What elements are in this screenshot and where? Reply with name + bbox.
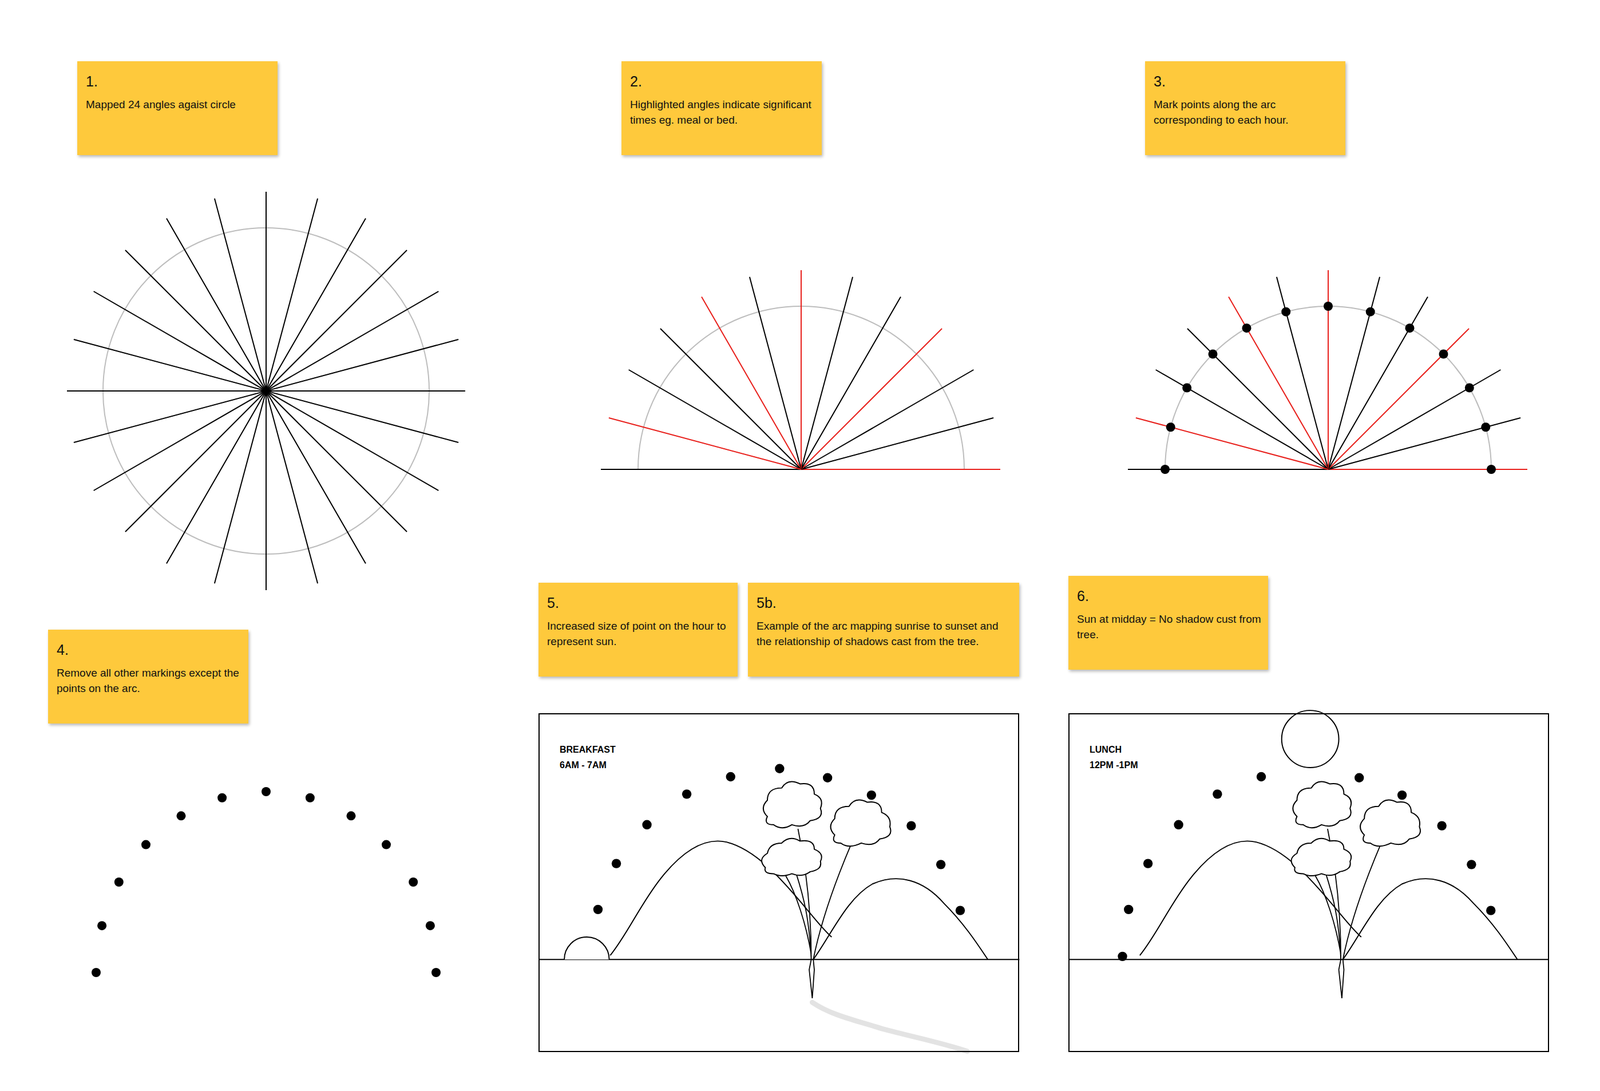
- step-number: 5.: [547, 593, 731, 612]
- step-note: Mapped 24 angles agaist circle: [85, 96, 271, 113]
- sticky-note: 5. Increased size of point on the hour to…: [538, 582, 738, 677]
- sticky-note: 2. Highlighted angles indicate significan…: [621, 61, 822, 156]
- step-note: Sun at midday = No shadow cust from tree…: [1076, 611, 1262, 643]
- meal-label: LUNCH: [1089, 741, 1122, 758]
- step-note: Highlighted angles indicate significant …: [630, 96, 815, 128]
- step-number: 3.: [1153, 72, 1339, 90]
- step-number: 5b.: [756, 593, 1013, 612]
- meal-label: BREAKFAST: [559, 741, 616, 758]
- scene-group: [539, 710, 1550, 1052]
- step-number: 4.: [56, 640, 242, 659]
- step-note: Remove all other markings except the poi…: [56, 664, 242, 696]
- step-note: Increased size of point on the hour to r…: [547, 618, 731, 649]
- step-note: Mark points along the arc corresponding …: [1153, 96, 1339, 128]
- step-number: 2.: [630, 72, 815, 90]
- step-number: 1.: [85, 72, 271, 90]
- time-label: 12PM -1PM: [1089, 757, 1138, 773]
- step-note: Example of the arc mapping sunrise to su…: [756, 618, 1013, 649]
- scene-panel: LUNCH12PM -1PM: [1068, 713, 1550, 1052]
- sticky-note: 5b. Example of the arc mapping sunrise to…: [747, 582, 1020, 677]
- lunch-scene: [1068, 710, 1550, 998]
- breakfast-scene: [539, 763, 1020, 1052]
- dot-arc-figure: [91, 786, 441, 977]
- sticky-note: 1. Mapped 24 angles agaist circle: [77, 61, 278, 156]
- angle-circle-figure: [66, 191, 466, 590]
- time-label: 6AM - 7AM: [559, 757, 607, 773]
- highlighted-fan-figure: [600, 270, 1001, 470]
- sticky-note: 4. Remove all other markings except the p…: [48, 629, 249, 724]
- scene-panel: BREAKFAST6AM - 7AM: [538, 713, 1020, 1052]
- sticky-note: 6. Sun at midday = No shadow cust from tr…: [1068, 575, 1269, 670]
- sticky-note: 3. Mark points along the arc correspondin…: [1145, 61, 1346, 156]
- marked-fan-figure: [1127, 270, 1528, 474]
- step-number: 6.: [1076, 587, 1262, 605]
